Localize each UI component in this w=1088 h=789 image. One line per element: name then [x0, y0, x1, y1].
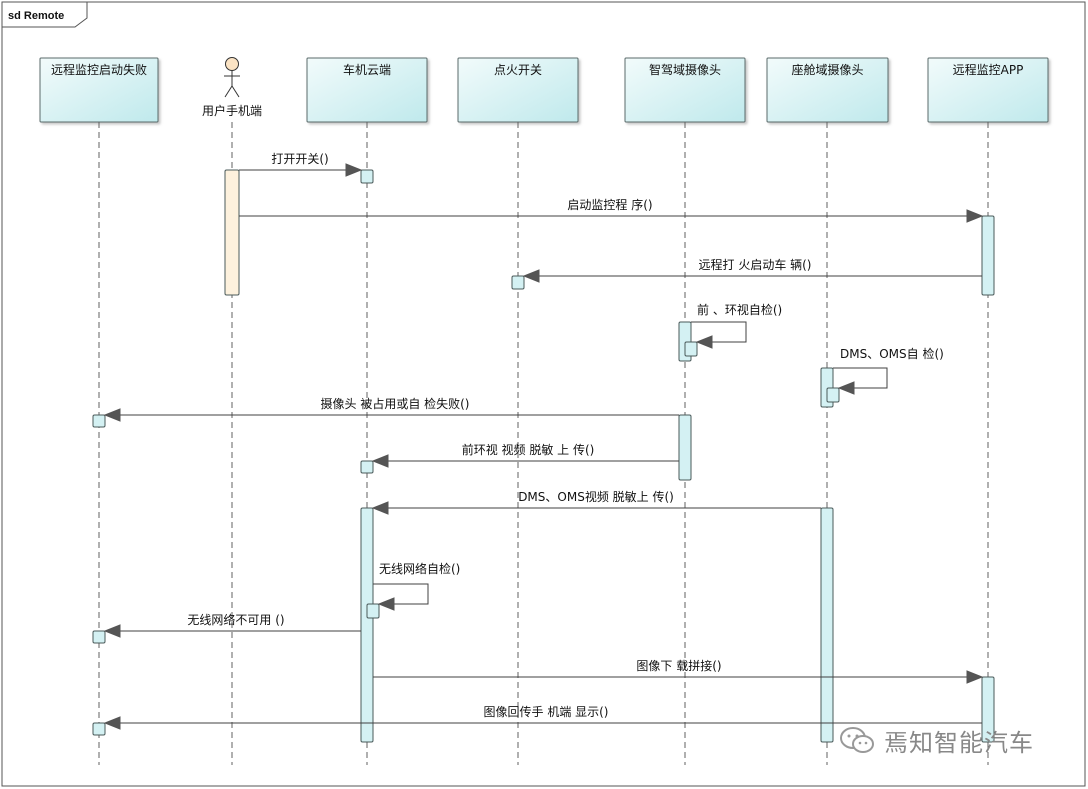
lifeline-label: 点火开关: [494, 63, 542, 77]
arrow-head: [103, 716, 121, 730]
lifeline-user: 用户手机端: [202, 57, 262, 765]
lifeline-label: 远程监控APP: [953, 62, 1024, 77]
arrow-head: [371, 501, 389, 515]
lifeline-cabin: 座舱域摄像头: [766, 57, 889, 765]
lifeline-ign: 点火开关: [457, 57, 579, 765]
message-line-self: [373, 583, 429, 605]
message-4: DMS、OMS自 检(): [833, 346, 944, 395]
activation-bar-user: [224, 169, 240, 296]
lifeline-app: 远程监控APP: [927, 57, 1049, 765]
activation-bar-cabin: [820, 507, 834, 743]
actor-head: [225, 57, 239, 71]
message-0: 打开开关(): [239, 152, 363, 177]
message-label: 远程打 火启动车 辆(): [699, 257, 812, 272]
activation-bar-cabin: [826, 387, 840, 403]
message-label: 启动监控程 序(): [567, 197, 652, 212]
message-7: DMS、OMS视频 脱敏上 传(): [371, 489, 821, 515]
message-2: 远程打 火启动车 辆(): [522, 257, 982, 283]
frame-title-tab: [1, 1, 88, 28]
arrow-head: [966, 670, 984, 684]
activation-bar-adas: [684, 341, 698, 357]
wechat-icon: [840, 726, 874, 753]
message-label: 无线网络自检(): [379, 561, 460, 576]
message-8: 无线网络自检(): [373, 561, 460, 611]
message-3: 前 、环视自检(): [691, 302, 782, 349]
arrow-head: [371, 454, 389, 468]
lifeline-label: 用户手机端: [202, 103, 262, 118]
actor-leg-right: [231, 85, 240, 98]
arrow-head: [345, 163, 363, 177]
activation-bar-cloud: [360, 460, 374, 474]
message-11: 图像回传手 机端 显示(): [103, 704, 982, 730]
message-label: 前环视 视频 脱敏 上 传(): [462, 442, 595, 457]
arrow-head: [103, 624, 121, 638]
activation-bar-fail: [92, 414, 106, 428]
activation-bar-cloud: [360, 169, 374, 184]
activation-bar-adas: [678, 414, 692, 481]
lifeline-label: 智驾域摄像头: [649, 62, 721, 77]
message-5: 摄像头 被占用或自 检失败(): [103, 396, 679, 422]
message-label: 摄像头 被占用或自 检失败(): [321, 396, 470, 411]
activation-bar-ign: [511, 275, 525, 290]
actor-figure-icon: [224, 57, 240, 98]
frame-title: sd Remote: [8, 10, 64, 22]
activation-bar-app: [981, 676, 995, 743]
message-9: 无线网络不可用 (): [103, 612, 361, 638]
arrow-head: [377, 597, 395, 611]
watermark-text: 焉知智能汽车: [884, 729, 1034, 757]
message-1: 启动监控程 序(): [239, 197, 984, 223]
message-label: 无线网络不可用 (): [187, 612, 284, 627]
arrow-head: [837, 381, 855, 395]
lifeline-label: 座舱域摄像头: [791, 62, 863, 77]
arrow-head: [966, 209, 984, 223]
message-10: 图像下 载拼接(): [373, 658, 984, 684]
activation-bar-cloud: [366, 603, 380, 619]
message-6: 前环视 视频 脱敏 上 传(): [371, 442, 679, 468]
message-label: 图像下 载拼接(): [636, 658, 721, 673]
message-label: DMS、OMS视频 脱敏上 传(): [518, 489, 674, 504]
arrow-head: [522, 269, 540, 283]
watermark: 焉知智能汽车: [838, 723, 1034, 758]
activation-bar-app: [981, 215, 995, 296]
actor-leg-left: [224, 85, 233, 98]
message-label: 前 、环视自检(): [697, 302, 782, 317]
message-label: 图像回传手 机端 显示(): [484, 704, 609, 719]
activation-bar-fail: [92, 630, 106, 644]
message-line-self: [691, 321, 747, 343]
message-label: DMS、OMS自 检(): [840, 346, 944, 361]
arrow-head: [103, 408, 121, 422]
arrow-head: [695, 335, 713, 349]
message-line-self: [833, 367, 888, 389]
lifeline-fail: 远程监控启动失败: [39, 57, 159, 765]
activation-bar-fail: [92, 722, 106, 736]
lifeline-label: 车机云端: [343, 62, 391, 77]
lifeline-label: 远程监控启动失败: [51, 62, 147, 77]
activation-bar-cloud: [360, 507, 374, 743]
message-label: 打开开关(): [271, 152, 328, 166]
